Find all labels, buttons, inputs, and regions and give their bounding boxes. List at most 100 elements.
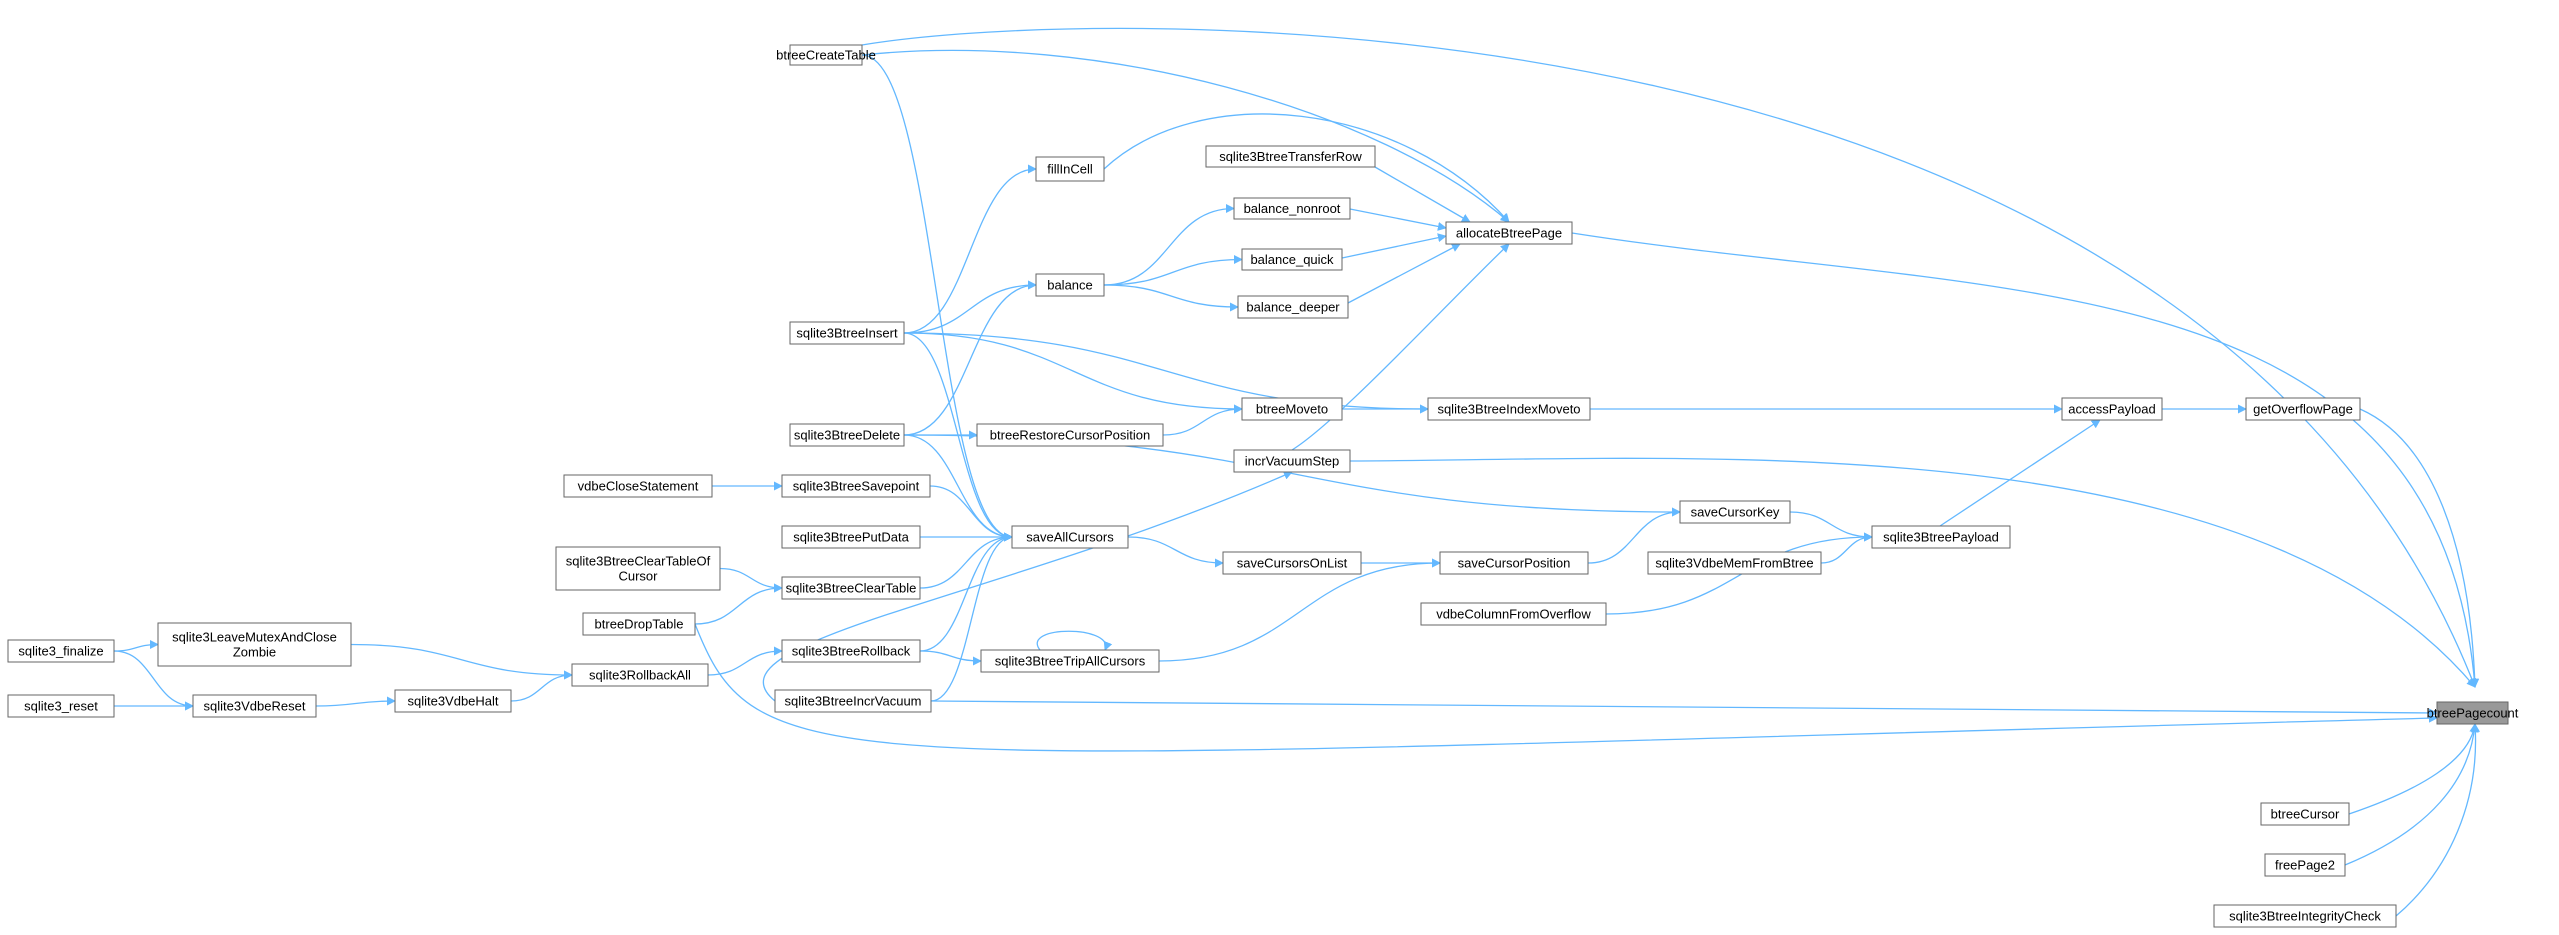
node-sqlite3BtreeRollback[interactable]: sqlite3BtreeRollback <box>781 639 921 663</box>
edge-saveCursorKey-to-sqlite3BtreePayload <box>1789 511 1873 542</box>
node-label: sqlite3BtreeInsert <box>796 326 898 341</box>
node-box <box>2260 802 2350 826</box>
node-box <box>157 622 352 667</box>
node-btreeRestoreCursorPosition[interactable]: btreeRestoreCursorPosition <box>976 423 1164 447</box>
node-sqlite3BtreeClearTable[interactable]: sqlite3BtreeClearTable <box>781 576 921 600</box>
edge-vdbeColumnFromOverflow-to-sqlite3BtreePayload <box>1605 532 1873 615</box>
node-box <box>1647 551 1822 575</box>
node-sqlite3VdbeMemFromBtree[interactable]: sqlite3VdbeMemFromBtree <box>1647 551 1822 575</box>
node-box <box>1241 397 1343 421</box>
node-label: sqlite3BtreeRollback <box>792 644 911 659</box>
edge-sqlite3BtreeInsert-to-sqlite3BtreeIndexMoveto <box>903 332 1429 414</box>
node-sqlite3VdbeHalt[interactable]: sqlite3VdbeHalt <box>394 689 512 713</box>
node-sqlite3BtreeSavepoint[interactable]: sqlite3BtreeSavepoint <box>781 474 931 498</box>
node-box <box>781 525 921 549</box>
node-balance_nonroot[interactable]: balance_nonroot <box>1233 197 1351 220</box>
edge-sqlite3_finalize-to-sqlite3VdbeReset <box>113 650 194 711</box>
node-label: saveCursorsOnList <box>1237 556 1348 571</box>
node-sqlite3BtreeIncrVacuum[interactable]: sqlite3BtreeIncrVacuum <box>774 689 932 713</box>
node-label: sqlite3BtreePayload <box>1883 530 1999 545</box>
node-sqlite3VdbeReset[interactable]: sqlite3VdbeReset <box>192 694 317 718</box>
node-sqlite3BtreePutData[interactable]: sqlite3BtreePutData <box>781 525 921 549</box>
node-incrVacuumStep[interactable]: incrVacuumStep <box>1233 449 1351 473</box>
node-label: btreeMoveto <box>1256 402 1328 417</box>
edge-balance-to-balance_deeper <box>1103 284 1239 312</box>
node-label: saveAllCursors <box>1026 530 1114 545</box>
node-sqlite3BtreeIntegrityCheck[interactable]: sqlite3BtreeIntegrityCheck <box>2213 904 2397 928</box>
edge-btreeDropTable-to-btreePagecount <box>694 623 2438 752</box>
edge-sqlite3BtreeIncrVacuum-to-btreePagecount <box>930 700 2438 718</box>
edge-sqlite3BtreeTransferRow-to-allocateBtreePage <box>1374 166 1471 223</box>
node-balance_quick[interactable]: balance_quick <box>1241 248 1343 271</box>
node-saveCursorPosition[interactable]: saveCursorPosition <box>1439 551 1589 575</box>
edge-sqlite3BtreeRollback-to-saveAllCursors <box>919 532 1013 652</box>
node-box <box>1035 273 1105 297</box>
node-sqlite3BtreeTripAllCursors[interactable]: sqlite3BtreeTripAllCursors <box>980 649 1160 673</box>
node-label: btreeDropTable <box>595 617 684 632</box>
node-box <box>571 663 709 687</box>
edge-sqlite3BtreeRollback-to-sqlite3BtreeTripAllCursors <box>919 650 982 666</box>
node-btreeCreateTable[interactable]: btreeCreateTable <box>776 44 876 66</box>
node-label: saveCursorPosition <box>1458 556 1571 571</box>
node-getOverflowPage[interactable]: getOverflowPage <box>2245 397 2361 421</box>
edge-balance-to-balance_nonroot <box>1103 204 1235 286</box>
node-box <box>789 321 905 345</box>
edge-sqlite3BtreeInsert-to-balance <box>903 280 1037 334</box>
node-freePage2[interactable]: freePage2 <box>2264 853 2346 877</box>
nodes-layer: btreeCreateTable fillInCell sqlite3BtreeTr… <box>7 44 2519 928</box>
node-btreePagecount[interactable]: btreePagecount <box>2427 701 2519 725</box>
node-box <box>1679 500 1791 524</box>
node-sqlite3BtreeIndexMoveto[interactable]: sqlite3BtreeIndexMoveto <box>1427 397 1591 421</box>
edge-sqlite3BtreeClearTable-to-saveAllCursors <box>919 532 1013 589</box>
node-label: btreeCreateTable <box>776 48 876 63</box>
node-btreeDropTable[interactable]: btreeDropTable <box>582 612 696 636</box>
node-box <box>192 694 317 718</box>
node-box <box>976 423 1164 447</box>
node-box <box>1222 551 1362 575</box>
edge-balance_quick-to-allocateBtreePage <box>1341 233 1447 259</box>
node-vdbeColumnFromOverflow[interactable]: vdbeColumnFromOverflow <box>1420 602 1607 626</box>
node-fillInCell[interactable]: fillInCell <box>1035 156 1105 182</box>
node-sqlite3_finalize[interactable]: sqlite3_finalize <box>7 639 115 663</box>
edge-btreeCreateTable-to-btreePagecount <box>861 27 2477 688</box>
node-label: sqlite3_reset <box>24 699 98 714</box>
node-label: sqlite3BtreePutData <box>793 530 909 545</box>
node-box <box>789 423 905 447</box>
node-sqlite3BtreeInsert[interactable]: sqlite3BtreeInsert <box>789 321 905 345</box>
edge-balance_deeper-to-allocateBtreePage <box>1347 243 1461 304</box>
edge-sqlite3BtreeTripAllCursors-to-sqlite3BtreeTripAllCursors <box>1036 630 1113 651</box>
node-box <box>555 546 721 591</box>
node-sqlite3BtreeDelete[interactable]: sqlite3BtreeDelete <box>789 423 905 447</box>
node-box <box>2213 904 2397 928</box>
node-vdbeCloseStatement[interactable]: vdbeCloseStatement <box>563 474 713 498</box>
edge-sqlite3BtreeDelete-to-saveCursorKey <box>903 434 1681 517</box>
node-btreeMoveto[interactable]: btreeMoveto <box>1241 397 1343 421</box>
node-label: fillInCell <box>1047 162 1093 177</box>
node-sqlite3RollbackAll[interactable]: sqlite3RollbackAll <box>571 663 709 687</box>
node-balance[interactable]: balance <box>1035 273 1105 297</box>
node-balance_deeper[interactable]: balance_deeper <box>1237 295 1349 319</box>
node-sqlite3BtreeTransferRow[interactable]: sqlite3BtreeTransferRow <box>1205 145 1376 168</box>
node-btreeCursor[interactable]: btreeCursor <box>2260 802 2350 826</box>
edge-sqlite3BtreeInsert-to-saveAllCursors <box>903 332 1013 542</box>
node-label: balance_deeper <box>1246 300 1340 315</box>
edge-incrVacuumStep-to-allocateBtreePage <box>1291 243 1510 451</box>
node-saveCursorsOnList[interactable]: saveCursorsOnList <box>1222 551 1362 575</box>
node-accessPayload[interactable]: accessPayload <box>2061 397 2163 421</box>
node-allocateBtreePage[interactable]: allocateBtreePage <box>1445 221 1573 245</box>
edge-sqlite3BtreeIntegrityCheck-to-btreePagecount <box>2395 723 2481 917</box>
node-saveAllCursors[interactable]: saveAllCursors <box>1011 525 1129 549</box>
node-box <box>1237 295 1349 319</box>
node-box <box>1241 248 1343 271</box>
node-box <box>2245 397 2361 421</box>
node-saveCursorKey[interactable]: saveCursorKey <box>1679 500 1791 524</box>
node-box <box>789 44 863 66</box>
node-sqlite3BtreePayload[interactable]: sqlite3BtreePayload <box>1871 525 2011 549</box>
edge-sqlite3BtreeInsert-to-btreeMoveto <box>903 332 1243 414</box>
node-box <box>1233 197 1351 220</box>
node-sqlite3_reset[interactable]: sqlite3_reset <box>7 694 115 718</box>
node-label: vdbeCloseStatement <box>578 479 699 494</box>
